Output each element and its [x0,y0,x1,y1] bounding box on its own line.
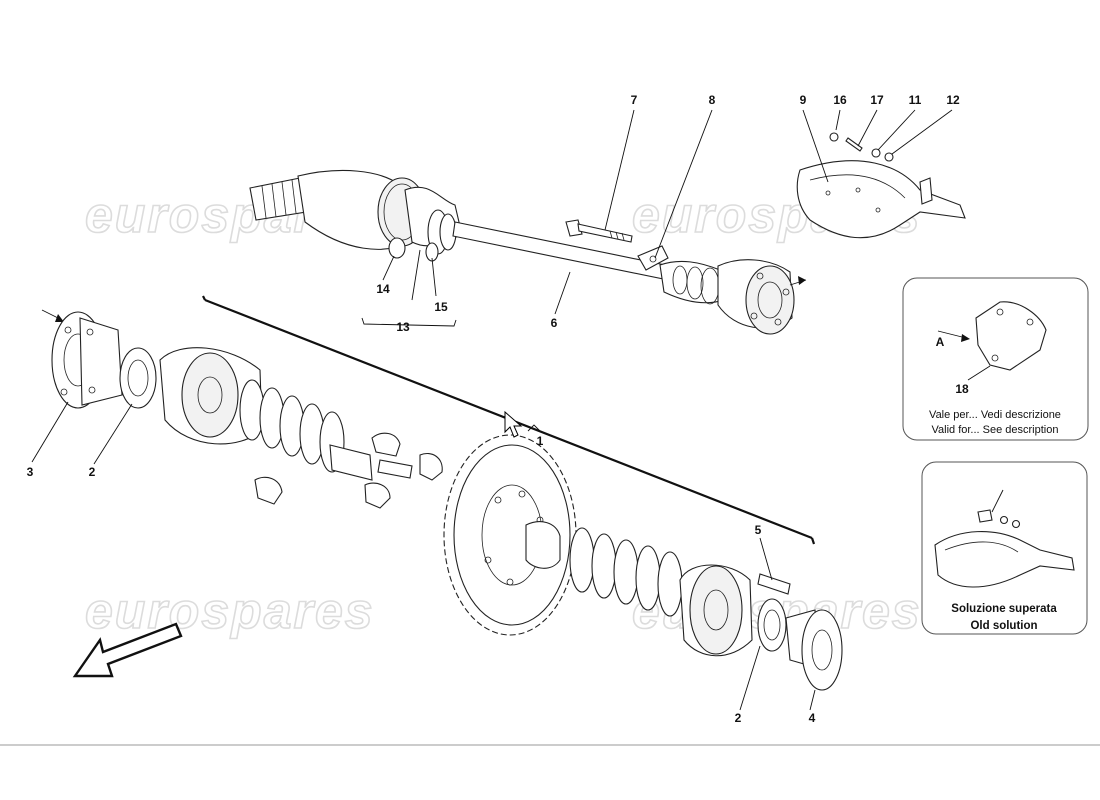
callout-14: 14 [376,282,390,296]
callout-11: 11 [909,93,922,107]
inset-old-line1: Soluzione superata [951,603,1057,615]
heat-shield-assembly [796,132,966,239]
callout-8: 8 [709,93,716,107]
watermark-bottom-left: eurospares [85,583,375,639]
differential-housing-left [159,347,443,509]
callout-12: 12 [946,93,960,107]
callout-4: 4 [809,711,816,725]
callout-6: 6 [551,316,558,330]
bolt-and-bracket [565,219,669,271]
callout-2-left: 2 [89,465,96,479]
callout-3: 3 [27,465,34,479]
callout-13: 13 [396,320,410,334]
inset-old-line2: Old solution [970,620,1037,632]
inset-valid-line2: Valid for... See description [932,424,1059,436]
left-bearing [119,347,157,409]
inset-valid-for: A 18 Vale per... Vedi descrizione Valid … [902,277,1089,441]
inset-old-solution: Soluzione superata Old solution [921,461,1088,635]
mouse-pointer-icon [504,410,523,438]
callout-1: 1 [537,434,544,448]
group-mark-1 [527,424,541,432]
group-bracket-13 [361,317,457,327]
callout-15: 15 [434,300,448,314]
left-output-flange [41,309,123,409]
callout-17: 17 [870,93,884,107]
callout-7: 7 [631,93,638,107]
callout-16: 16 [833,93,847,107]
inset-valid-line1: Vale per... Vedi descrizione [929,409,1061,421]
direction-arrow-icon [72,622,183,678]
ring-gear-and-differential-right [443,434,843,691]
callout-9: 9 [800,93,807,107]
callout-5: 5 [755,523,762,537]
callout-18: 18 [955,382,969,396]
callout-A: A [936,335,945,349]
axle-shaft-assembly [249,169,807,335]
callout-2-right: 2 [735,711,742,725]
leader-lines [31,109,953,711]
